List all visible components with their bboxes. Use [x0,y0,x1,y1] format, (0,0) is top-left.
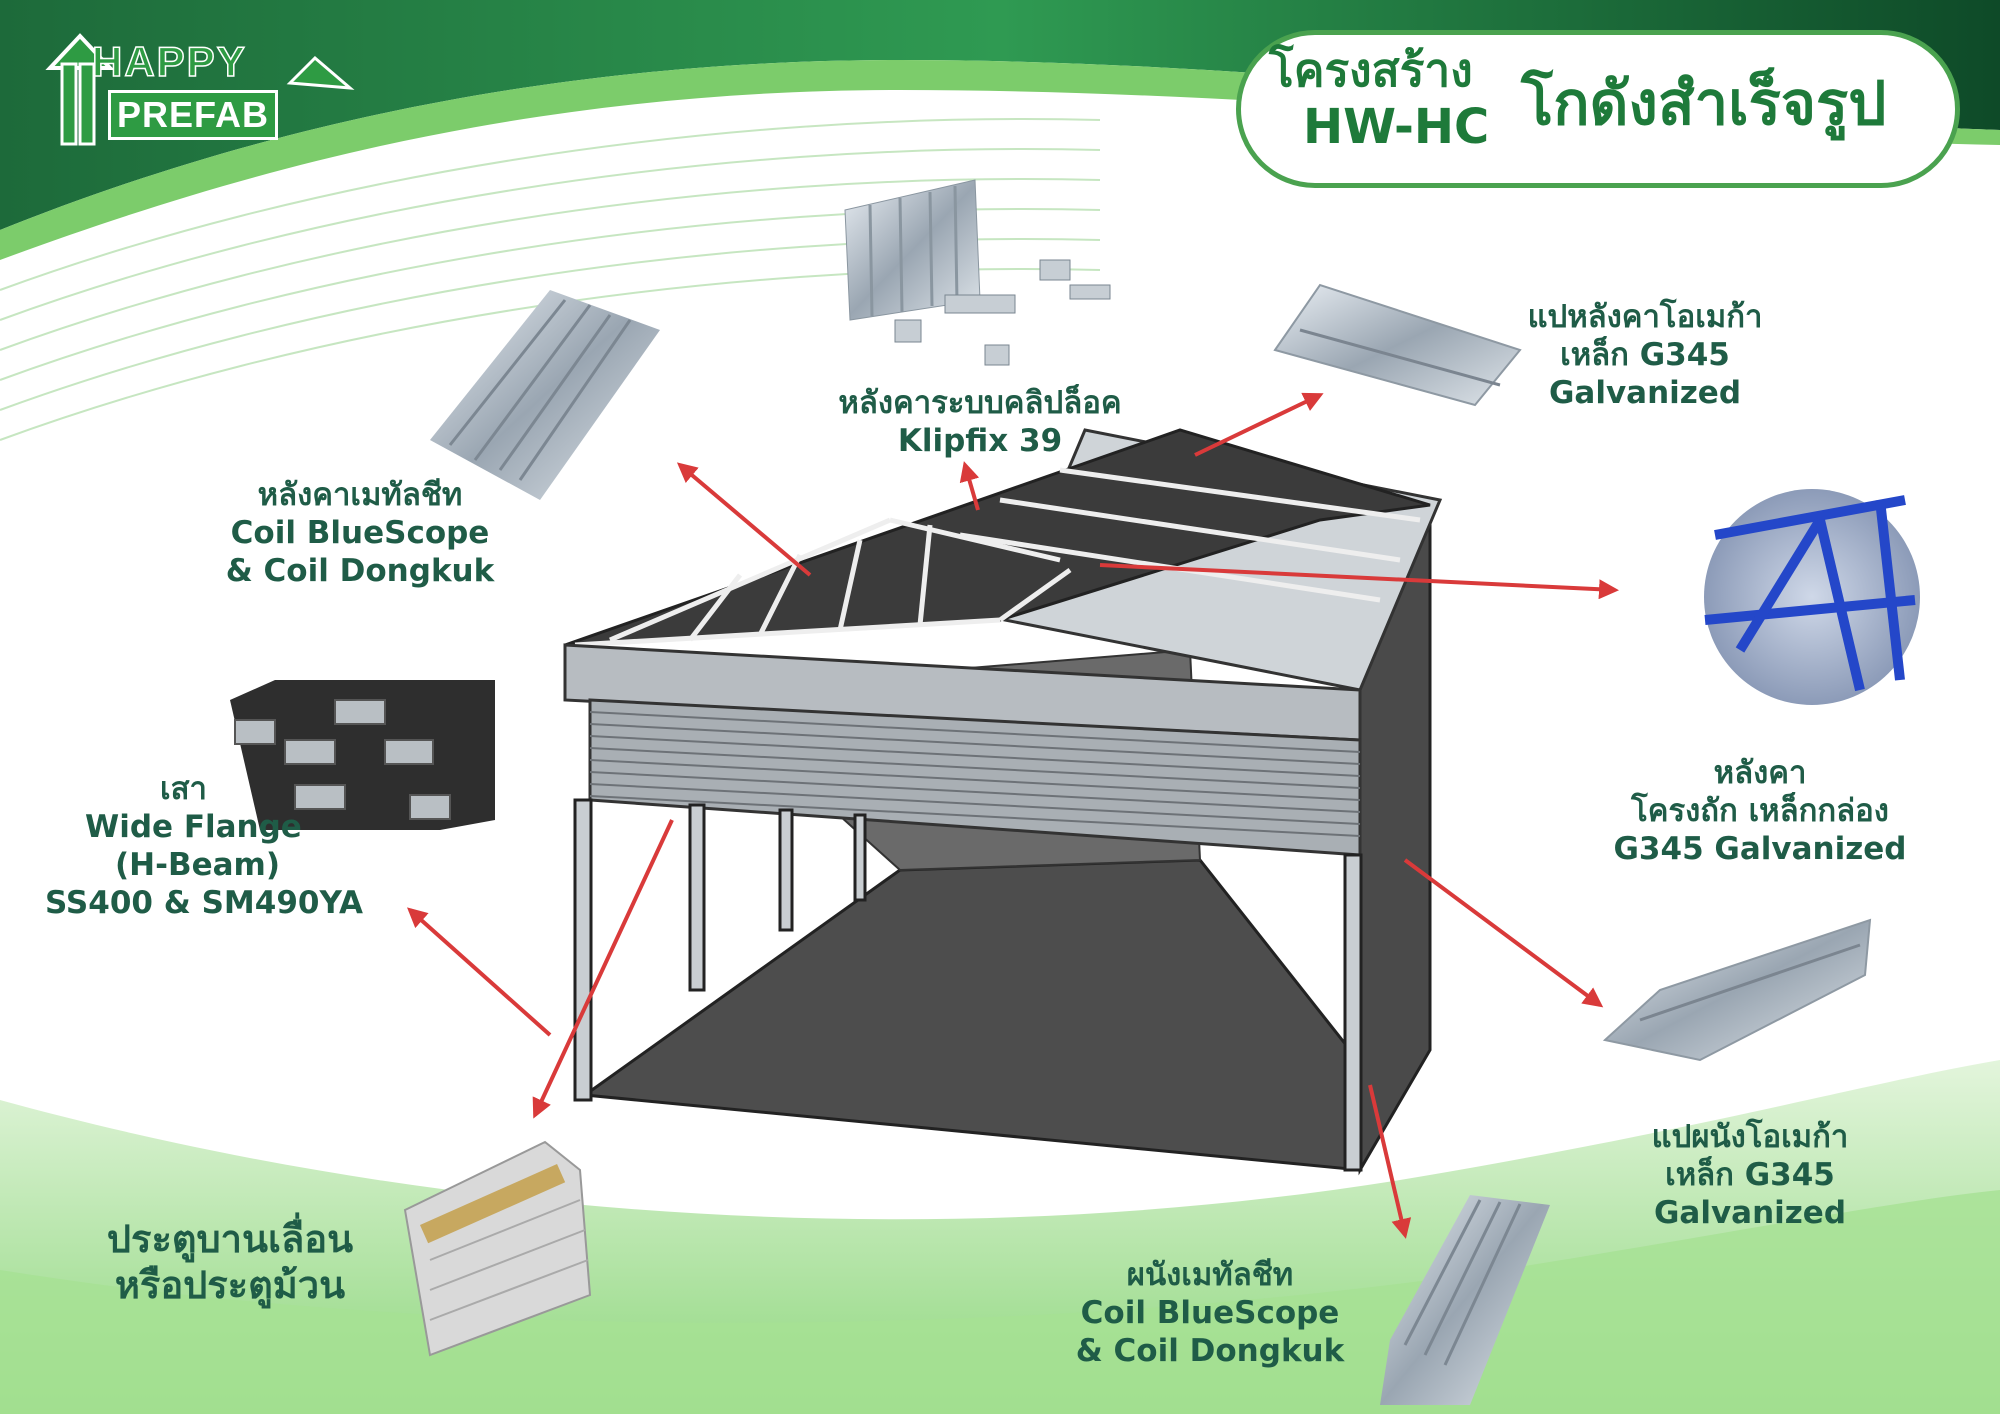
door-image [403,1140,592,1357]
wall-sheet-image [1380,1195,1550,1405]
label-text: Galvanized [1653,1195,1847,1231]
label-text: Coil BlueScope [230,515,490,551]
title-main: โกดังสำเร็จรูป [1521,69,1887,139]
label-text: & Coil Dongkuk [1075,1333,1345,1369]
happy-prefab-logo: HAPPY PREFAB [40,28,360,148]
label-text: ผนังเมทัลชีท [1126,1257,1294,1293]
logo-line1: HAPPY [91,37,247,86]
title-line2: HW-HC [1303,99,1490,155]
klip-lock-image [844,179,1111,366]
label-text: SS400 & SM490YA [45,885,363,921]
wall-purlin-image [1602,918,1872,1062]
label-text: แปหลังคาโอเมก้า [1527,299,1763,335]
metal-sheet-roof-image [430,290,660,500]
h-beam-image [230,680,495,830]
label-metal-sheet-roof: หลังคาเมทัลชีท Coil BlueScope & Coil Don… [180,476,540,590]
logo-house-icon [45,33,355,146]
label-wall-sheet: ผนังเมทัลชีท Coil BlueScope & Coil Dongk… [1040,1256,1380,1370]
label-text: หรือประตูม้วน [114,1263,346,1307]
title-box: โครงสร้าง HW-HC โกดังสำเร็จรูป [1236,30,1960,188]
label-text: โครงถัก เหล็กกล่อง [1631,793,1889,829]
label-roof-purlin: แปหลังคาโอเมก้า เหล็ก G345 Galvanized [1475,298,1815,412]
label-text: หลังคาระบบคลิปล็อค [838,385,1122,421]
truss-image [1704,489,1920,705]
label-text: Wide Flange [85,809,302,845]
roof-purlin-image [1273,283,1522,407]
label-text: หลังคา [1713,755,1807,791]
label-door: ประตูบานเลื่อน หรือประตูม้วน [80,1216,380,1308]
logo-line2: PREFAB [108,90,279,140]
label-wall-purlin: แปผนังโอเมก้า เหล็ก G345 Galvanized [1570,1118,1930,1232]
label-klip-lock-roof: หลังคาระบบคลิปล็อค Klipfix 39 [800,384,1160,460]
label-column: เสา Wide Flange (H-Beam) SS400 & SM490YA [30,770,390,922]
label-text: Klipfix 39 [897,423,1063,459]
title-line1: โครงสร้าง [1269,43,1473,97]
label-text: G345 Galvanized [1613,831,1907,867]
label-text: Coil BlueScope [1080,1295,1340,1331]
label-text: ประตูบานเลื่อน [106,1217,354,1261]
label-text: แปผนังโอเมก้า [1651,1119,1849,1155]
label-roof-truss: หลังคา โครงถัก เหล็กกล่อง G345 Galvanize… [1580,754,1940,868]
label-text: & Coil Dongkuk [225,553,495,589]
label-text: เหล็ก G345 [1665,1157,1835,1193]
label-text: เหล็ก G345 [1560,337,1730,373]
label-text: หลังคาเมทัลชีท [257,477,463,513]
label-text: เสา [160,771,207,807]
label-text: (H-Beam) [115,847,281,883]
label-text: Galvanized [1548,375,1742,411]
